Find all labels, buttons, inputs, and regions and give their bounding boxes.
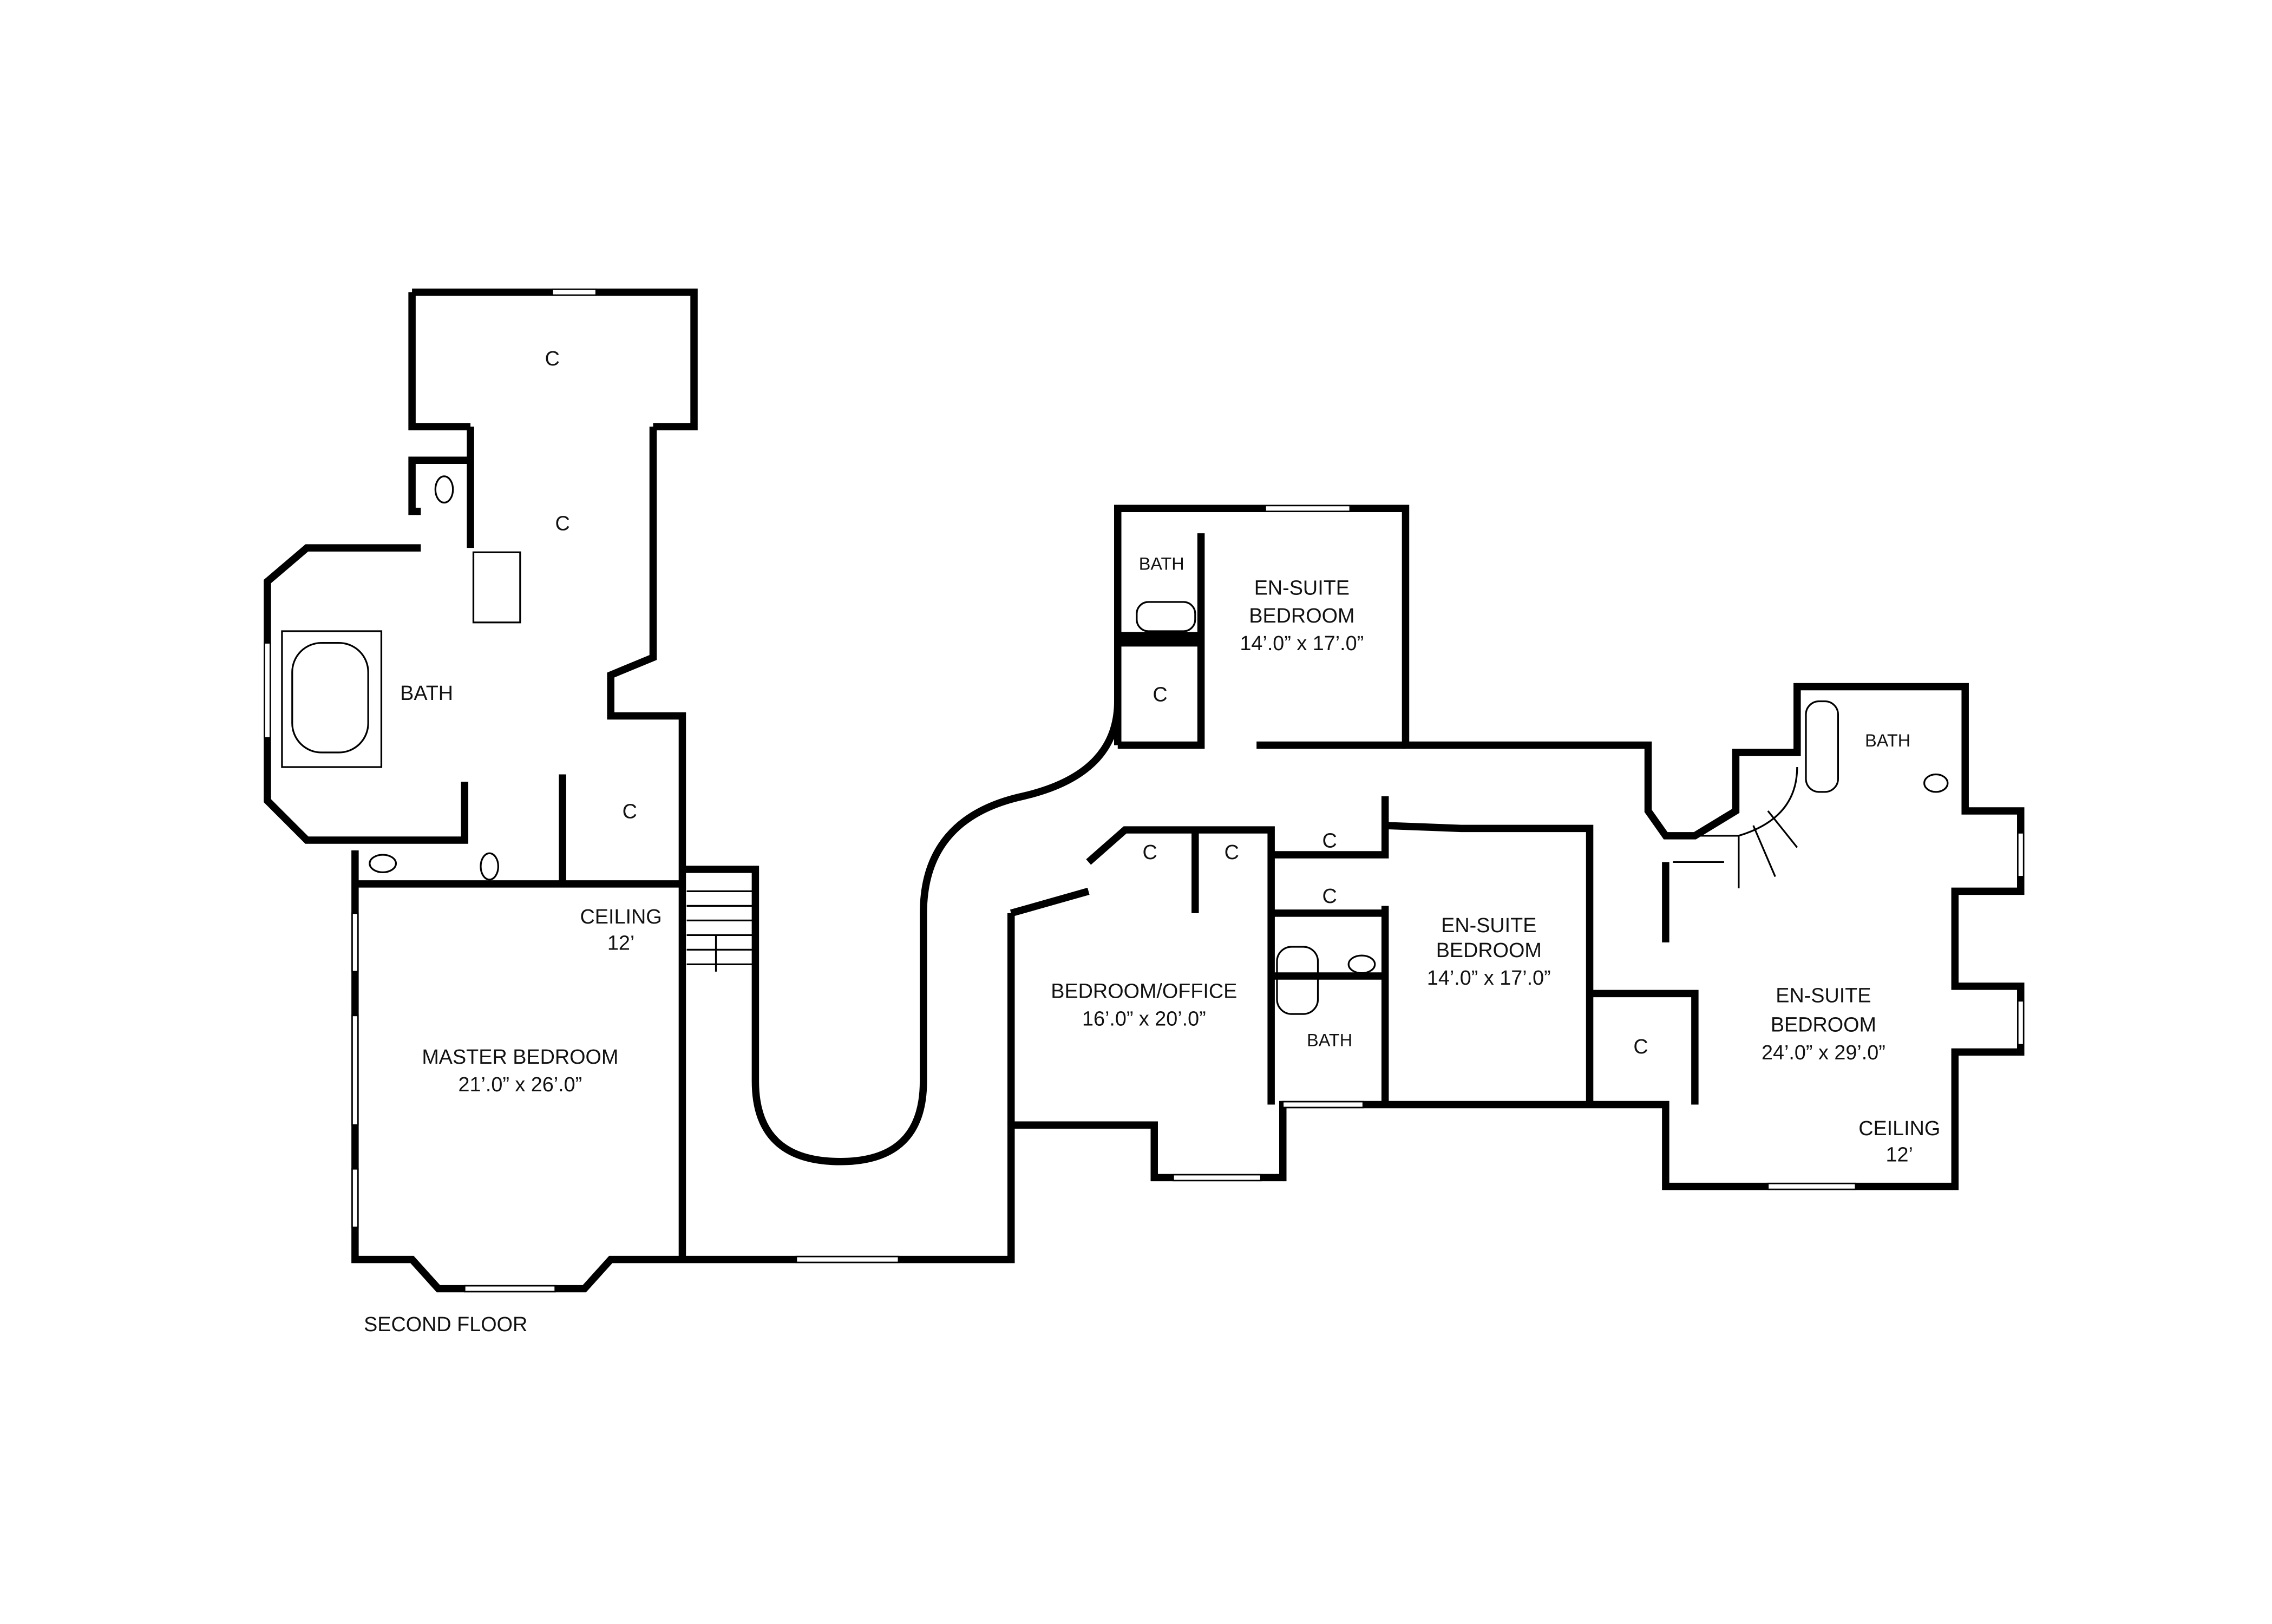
office-label: BEDROOM/OFFICE <box>1051 980 1237 1003</box>
ensuite-mid-label: BEDROOM <box>1436 939 1542 962</box>
window <box>463 1285 556 1293</box>
closet-label: C <box>555 513 569 535</box>
stair-treads <box>686 890 753 972</box>
ensuite-right-size: 24’.0” x 29’.0” <box>1762 1042 1885 1064</box>
ensuite-mid-label: EN-SUITE <box>1441 914 1536 937</box>
walls <box>264 289 2025 1293</box>
closet-label: C <box>623 800 637 823</box>
window <box>1282 1101 1364 1109</box>
ceiling-label: CEILING <box>580 906 662 928</box>
wall-walkin-closet <box>467 427 686 1260</box>
window <box>1767 1182 1857 1190</box>
window <box>351 1014 359 1126</box>
window <box>351 1168 359 1228</box>
toilet <box>480 852 499 881</box>
ensuite-right-label: BEDROOM <box>1771 1014 1876 1037</box>
toilet <box>369 854 397 873</box>
ceiling-label: CEILING <box>1858 1117 1940 1140</box>
master-bedroom-size: 21’.0” x 26’.0” <box>458 1073 582 1096</box>
window <box>2017 1000 2025 1046</box>
closet-label: C <box>1322 829 1337 852</box>
window <box>1172 1174 1262 1182</box>
window <box>551 289 597 296</box>
window <box>264 642 271 739</box>
window <box>351 912 359 973</box>
ceiling-value: 12’ <box>607 932 634 954</box>
wall-bath-lower <box>351 505 2025 1293</box>
closet-label: C <box>1143 841 1157 864</box>
master-bedroom-label: MASTER BEDROOM <box>422 1046 618 1069</box>
closet-label: C <box>1225 841 1239 864</box>
ensuite-right-label: EN-SUITE <box>1776 985 1871 1007</box>
bathtub-inner <box>291 641 369 754</box>
bath-label: BATH <box>1307 1031 1352 1050</box>
stair-right <box>1665 767 1798 889</box>
labels: C C C BATH CEILING 12’ MASTER BEDROOM 21… <box>364 348 1940 1336</box>
wall-right-closet <box>1589 862 1699 1105</box>
office-size: 16’.0” x 20’.0” <box>1082 1008 1206 1031</box>
toilet <box>434 475 454 504</box>
bath-label: BATH <box>1865 731 1910 750</box>
closet-label: C <box>1633 1036 1648 1058</box>
closet-label: C <box>1153 684 1167 706</box>
closet-label: C <box>545 348 560 370</box>
wall-master-bed-top <box>355 774 683 888</box>
toilet <box>1347 954 1376 974</box>
wall-ensuite-top-inner <box>1117 533 1406 749</box>
ceiling-value: 12’ <box>1886 1144 1913 1167</box>
wall-wc <box>408 456 471 515</box>
bathtub <box>1136 601 1196 632</box>
floor-title: SECOND FLOOR <box>364 1313 527 1336</box>
master-bath-label: BATH <box>400 682 453 705</box>
window <box>1265 505 1351 513</box>
bath-label: BATH <box>1139 554 1184 574</box>
ensuite-top-size: 14’.0” x 17’.0” <box>1240 632 1364 655</box>
window <box>795 1255 900 1263</box>
ensuite-top-label: EN-SUITE <box>1254 577 1350 600</box>
shower <box>472 551 521 624</box>
closet-label: C <box>1322 885 1337 908</box>
wall-office <box>1007 796 1594 1125</box>
bathtub <box>281 630 383 768</box>
bathtub <box>1805 700 1839 793</box>
ensuite-mid-size: 14’.0” x 17’.0” <box>1427 967 1551 990</box>
wall-stair <box>682 701 1122 1165</box>
wall-master-bath <box>264 544 469 844</box>
window <box>2017 832 2025 878</box>
bathtub <box>1276 946 1319 1015</box>
ensuite-top-label: BEDROOM <box>1249 605 1354 627</box>
toilet <box>1923 773 1949 793</box>
